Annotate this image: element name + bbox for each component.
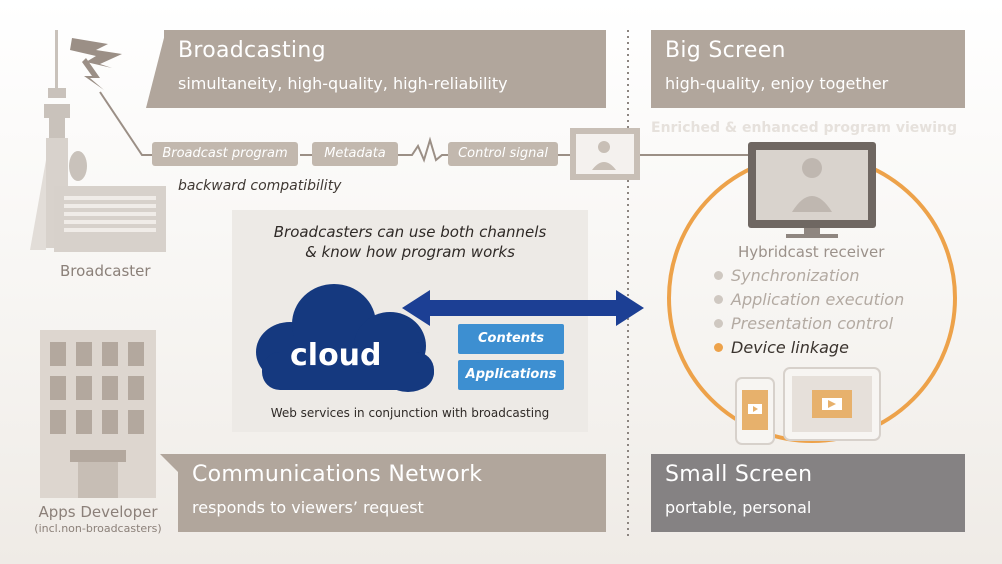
broadcasting-box: Broadcasting simultaneity, high-quality,… xyxy=(164,30,606,108)
smartphone-icon xyxy=(735,377,775,445)
big-screen-caption: Enriched & enhanced program viewing xyxy=(651,120,958,136)
apps-developer-sub: (incl.non-broadcasters) xyxy=(34,522,162,535)
broadcasting-title: Broadcasting xyxy=(178,38,326,63)
broadcasting-subtitle: simultaneity, high-quality, high-reliabi… xyxy=(178,74,508,93)
receiver-feature: Device linkage xyxy=(714,338,849,357)
signal-line-left xyxy=(99,91,152,156)
bullet-dot-icon xyxy=(714,295,723,304)
apps-developer-building-icon xyxy=(40,330,156,498)
small-screen-subtitle: portable, personal xyxy=(665,498,812,517)
receiver-feature: Application execution xyxy=(714,290,904,309)
big-screen-box: Big Screen high-quality, enjoy together xyxy=(651,30,965,108)
broadcaster-building-icon xyxy=(54,186,166,252)
receiver-feature: Synchronization xyxy=(714,266,860,285)
big-screen-title: Big Screen xyxy=(665,38,786,63)
signal-broadcast-program: Broadcast program xyxy=(152,142,298,166)
cloud-icon xyxy=(256,284,434,392)
signal-zigzag xyxy=(398,136,448,163)
big-tv-icon xyxy=(748,142,876,238)
center-footer: Web services in conjunction with broadca… xyxy=(270,406,550,420)
double-arrow-icon xyxy=(402,290,644,326)
tablet-icon xyxy=(783,367,881,441)
signal-metadata: Metadata xyxy=(312,142,398,166)
dish-icon xyxy=(69,151,87,181)
comm-title: Communications Network xyxy=(192,462,483,487)
receiver-feature: Presentation control xyxy=(714,314,893,333)
bullet-dot-icon xyxy=(714,271,723,280)
receiver-feature-label: Application execution xyxy=(731,290,905,309)
center-text-line2: & know how program works xyxy=(305,243,515,261)
applications-button: Applications xyxy=(458,360,564,390)
comm-subtitle: responds to viewers’ request xyxy=(192,498,424,517)
backward-compat-text: backward compatibility xyxy=(178,178,342,194)
receiver-feature-label: Presentation control xyxy=(731,314,894,333)
bullet-dot-icon xyxy=(714,343,723,352)
small-screen-title: Small Screen xyxy=(665,462,813,487)
lightning-icon-2 xyxy=(82,58,104,90)
monitor-icon xyxy=(570,128,640,180)
big-screen-subtitle: high-quality, enjoy together xyxy=(665,74,889,93)
small-screen-box: Small Screen portable, personal xyxy=(651,454,965,532)
receiver-title: Hybridcast receiver xyxy=(738,243,885,261)
apps-developer-label: Apps Developer xyxy=(38,503,158,521)
comm-box-tail xyxy=(160,454,180,474)
lightning-icon xyxy=(70,38,122,68)
broadcaster-label: Broadcaster xyxy=(60,262,151,280)
cloud-label: cloud xyxy=(290,338,382,373)
broadcasting-box-tail xyxy=(146,30,166,108)
bullet-dot-icon xyxy=(714,319,723,328)
comm-box: Communications Network responds to viewe… xyxy=(178,454,606,532)
contents-button: Contents xyxy=(458,324,564,354)
center-text-line1: Broadcasters can use both channels xyxy=(273,223,547,241)
receiver-feature-label: Synchronization xyxy=(731,266,860,285)
signal-control: Control signal xyxy=(448,142,558,166)
receiver-feature-label: Device linkage xyxy=(731,338,849,357)
